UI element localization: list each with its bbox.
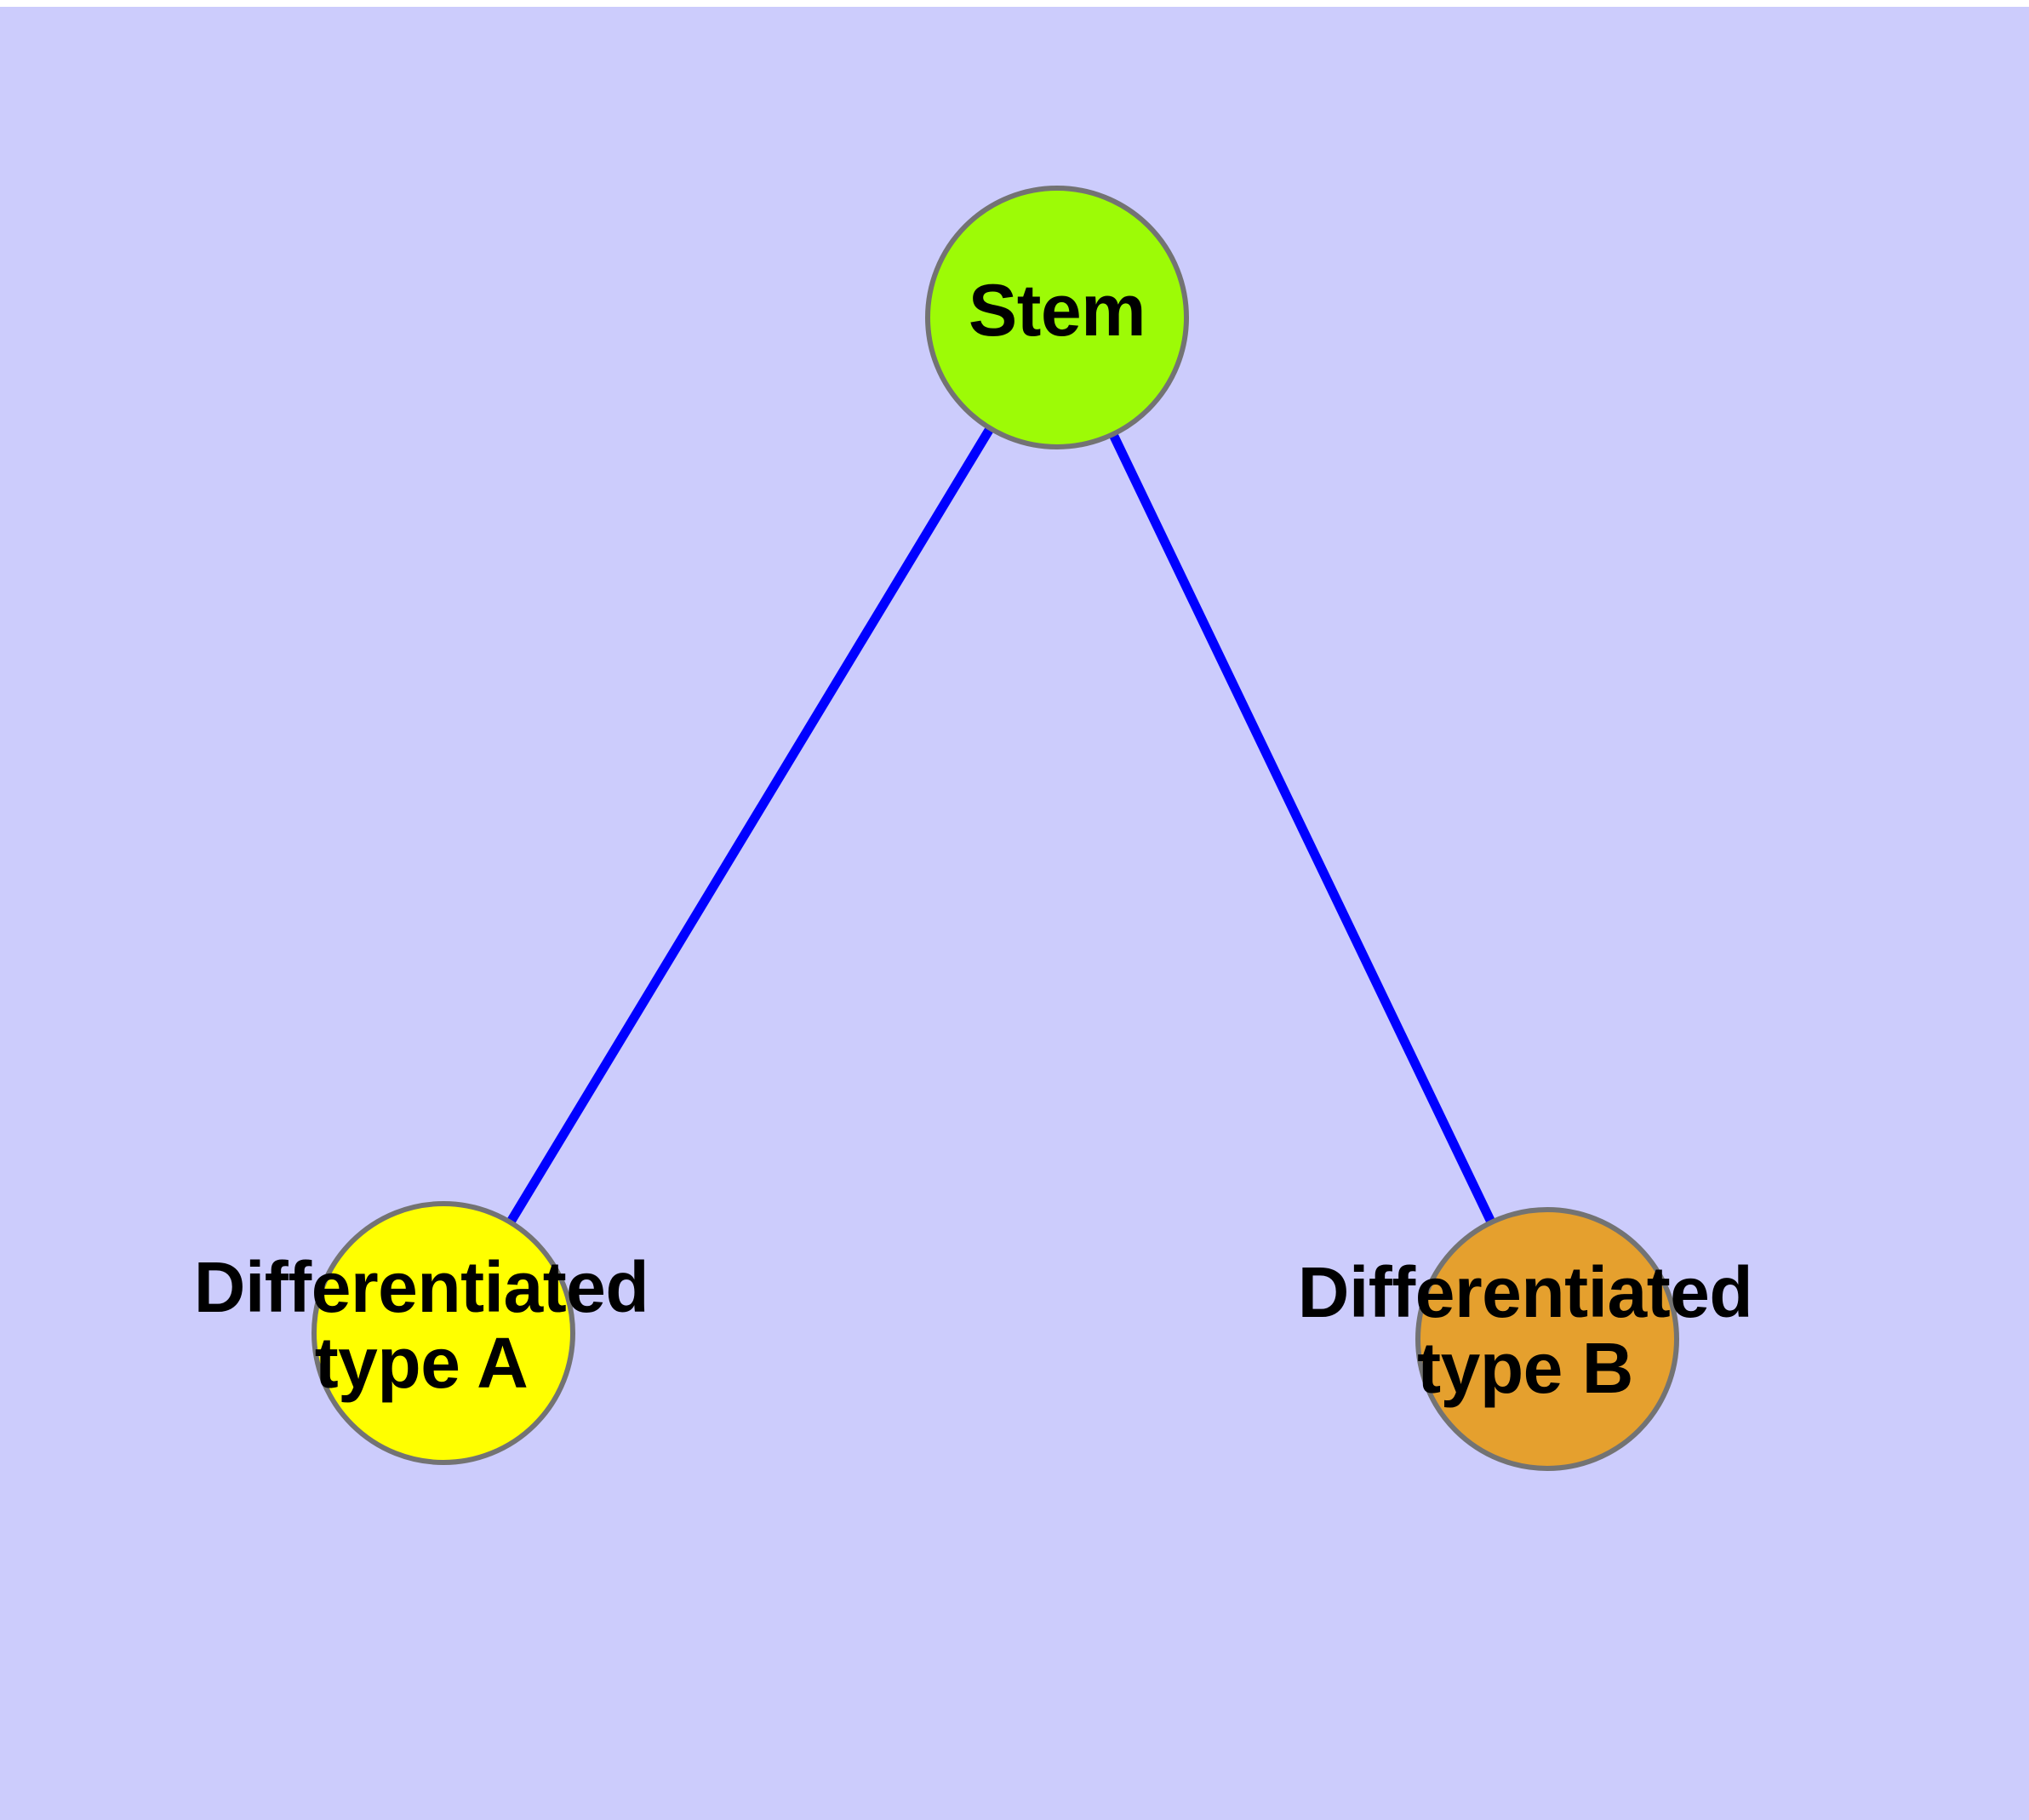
edge-layer [439,315,1552,1342]
node-label-diff-b-line2: type B [1417,1328,1633,1409]
node-label-diff-a-line1: Differentiated [193,1247,649,1327]
node-label-diff-a-line2: type A [314,1323,529,1404]
node-label-diff-b-line1: Differentiated [1297,1252,1753,1332]
edge-stem-to-diff-a[interactable] [439,315,1061,1336]
edge-stem-to-diff-b[interactable] [1053,315,1552,1342]
node-stem[interactable] [925,186,1189,449]
node-layer [311,186,1679,1471]
node-label-stem: Stem [802,272,1312,350]
node-label-stem-text: Stem [968,270,1146,352]
node-diff-b[interactable] [1415,1207,1679,1471]
node-diff-a[interactable] [311,1201,575,1465]
